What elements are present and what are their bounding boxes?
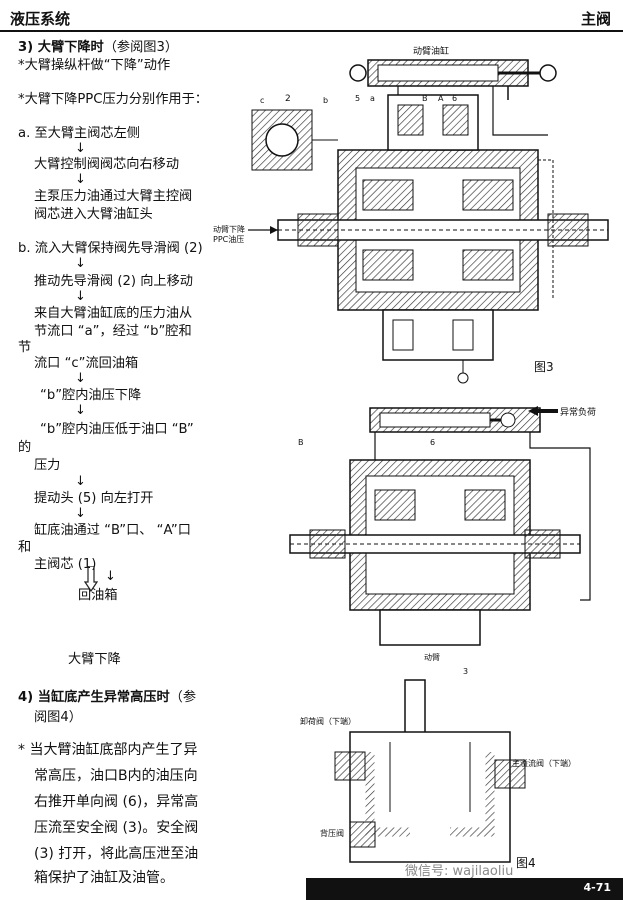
fig4-unload-label: 卸荷阀（下端）: [300, 717, 356, 726]
section3-heading: 3) 大臂下降时（参阅图3）: [18, 40, 178, 56]
fig3-label: 6: [452, 94, 458, 103]
step-text: b. 流入大臂保持阀先导滑阀 (2): [18, 241, 203, 256]
step-text: a. 至大臂主阀芯左侧: [18, 126, 140, 141]
page-number: 4-71: [583, 881, 611, 894]
hollow-down-arrow-icon: [84, 566, 98, 592]
paragraph-line: 常高压，油口B内的油压向: [34, 768, 198, 784]
page-footer: 4-71: [306, 878, 623, 900]
fig3-label: a: [370, 94, 375, 103]
fig3-label: 5: [355, 94, 361, 103]
section3-title: 3) 大臂下降时: [18, 40, 104, 55]
flow-arrow-icon: ↓: [75, 141, 86, 156]
step-text: 回油箱: [78, 588, 118, 603]
mid-caption: 动臂: [424, 653, 440, 662]
section3-ref: （参阅图3）: [103, 40, 179, 55]
section4-ref-cont: 阅图4）: [34, 710, 82, 725]
step-text: 缸底油通过 “B”口、 “A”口: [34, 523, 191, 538]
flow-arrow-icon: ↓: [75, 474, 86, 489]
flow-arrow-icon: ↓: [75, 289, 86, 304]
step-text: 来自大臂油缸底的压力油从: [34, 306, 193, 321]
paragraph-line: 压流至安全阀 (3)。安全阀: [34, 820, 199, 836]
load-label: 异常负荷: [560, 408, 597, 418]
mid-label: 6: [430, 438, 436, 447]
page-header: 液压系统 主阀: [0, 0, 623, 34]
section4-heading: 4) 当缸底产生异常高压时（参: [18, 690, 196, 706]
diagram-caption: 大臂下降: [68, 652, 121, 667]
fig4-caption: 图4: [516, 856, 536, 870]
flow-arrow-icon: ↓: [75, 256, 86, 271]
chapter-title: 主阀: [580, 10, 611, 28]
step-text: 节流口 “a”，经过 “b”腔和: [34, 324, 192, 339]
flow-arrow-icon: ↓: [75, 371, 86, 386]
header-rule: [0, 30, 623, 32]
load-arrow-icon: [528, 406, 558, 416]
fig3-ppc-label: 动臂下降: [213, 225, 245, 234]
fig4-back-label: 背压阀: [320, 829, 344, 838]
flow-arrow-icon: ↓: [75, 506, 86, 521]
fig3-ppc-label: PPC油压: [213, 235, 245, 244]
step-text: *大臂下降PPC压力分别作用于：: [18, 92, 208, 107]
step-text: 提动头 (5) 向左打开: [34, 491, 154, 506]
step-text: 流口 “c”流回油箱: [34, 356, 139, 371]
section-title: 液压系统: [10, 10, 71, 28]
fig3-label: A: [438, 94, 444, 103]
boom-valve-diagram: [289, 407, 591, 646]
step-text: 压力: [34, 458, 61, 473]
fig4-label: 3: [463, 667, 469, 676]
paragraph-line: 箱保护了油缸及油管。: [34, 870, 174, 886]
fig3-label: 2: [285, 94, 291, 104]
fig3-caption: 图3: [534, 360, 554, 374]
fig3-label: c: [260, 96, 265, 105]
figure3-diagram: [248, 59, 609, 384]
step-text: 主阀芯 (1): [34, 557, 97, 572]
fig3-label: B: [422, 94, 428, 103]
section4-title: 4) 当缸底产生异常高压时: [18, 690, 170, 705]
flow-arrow-icon: ↓: [75, 403, 86, 418]
paragraph-line: 右推开单向阀 (6)，异常高: [34, 794, 199, 810]
step-text: 和: [18, 540, 32, 555]
fig3-label: b: [323, 96, 329, 105]
figure4-diagram: [334, 679, 526, 863]
step-text: 的: [18, 440, 32, 455]
flow-arrow-icon: ↓: [75, 172, 86, 187]
mid-label: B: [298, 438, 304, 447]
step-text: 主泵压力油通过大臂主控阀: [34, 189, 193, 204]
step-text: 推动先导滑阀 (2) 向上移动: [34, 274, 193, 289]
step-text: “b”腔内油压下降: [40, 388, 142, 403]
step-text: 阀芯进入大臂油缸头: [34, 207, 153, 222]
paragraph-line: (3) 打开，将此高压泄至油: [34, 846, 199, 862]
fig3-cylinder-label: 动臂油缸: [413, 47, 450, 57]
step-text: 大臂控制阀阀芯向右移动: [34, 157, 180, 172]
fig4-relief-label: 主溢流阀（下端）: [512, 759, 576, 768]
watermark: 微信号: wajilaoliu: [405, 864, 514, 879]
step-text: “b”腔内油压低于油口 “B”: [40, 422, 194, 437]
section4-ref: （参: [169, 690, 197, 705]
step-text: *大臂操纵杆做“下降”动作: [18, 58, 171, 73]
flow-arrow-icon: ↓: [105, 569, 116, 584]
step-text: 节: [18, 340, 32, 355]
paragraph-line: * 当大臂油缸底部内产生了异: [18, 742, 198, 758]
